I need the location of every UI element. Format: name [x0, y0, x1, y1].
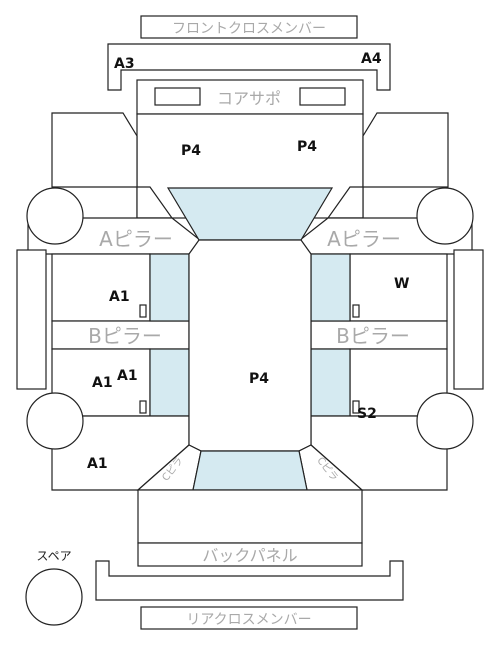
rear-cross-member-panel[interactable] — [140, 606, 358, 630]
side-sill-left-panel[interactable] — [16, 249, 47, 390]
wheel-rear-left[interactable] — [26, 392, 84, 450]
front-door-left-panel[interactable] — [51, 253, 151, 322]
code-front-bumper-left: A3 — [114, 56, 135, 72]
b-pillar-right-label: Bピラー — [336, 324, 410, 348]
front-cross-member-panel[interactable] — [140, 15, 358, 39]
trunk-panel[interactable] — [137, 489, 363, 544]
code-rear-door-right: S2 — [357, 406, 377, 422]
wheel-spare[interactable] — [25, 568, 83, 626]
code-hood-left: P4 — [181, 143, 201, 159]
door-handle-rear-left — [139, 400, 147, 414]
windshield-glass[interactable] — [166, 187, 334, 241]
side-window-front-left[interactable] — [149, 253, 190, 322]
side-sill-right-panel[interactable] — [453, 249, 484, 390]
wheel-front-left[interactable] — [26, 187, 84, 245]
roof-panel[interactable] — [188, 239, 312, 452]
code-front-bumper-right: A4 — [361, 51, 382, 67]
code-rear-door-left-1: A1 — [92, 375, 113, 391]
wheel-front-right[interactable] — [416, 187, 474, 245]
front-bumper-panel[interactable] — [107, 43, 391, 91]
side-window-rear-right[interactable] — [310, 348, 351, 417]
wheel-rear-right[interactable] — [416, 392, 474, 450]
side-window-front-right[interactable] — [310, 253, 351, 322]
rear-window-glass[interactable] — [192, 450, 308, 491]
code-roof: P4 — [249, 371, 269, 387]
code-rear-fender-left: A1 — [87, 456, 108, 472]
core-support-left-slot — [154, 87, 201, 106]
door-handle-front-right — [352, 304, 360, 318]
back-panel[interactable] — [137, 542, 363, 567]
door-handle-rear-right — [352, 400, 360, 414]
core-support-label: コアサポ — [217, 89, 281, 108]
spare-label: スペア — [36, 549, 71, 563]
front-cross-member-label: フロントクロスメンバー — [172, 21, 326, 37]
door-handle-front-left — [139, 304, 147, 318]
code-front-door-left: A1 — [109, 289, 130, 305]
code-hood-right: P4 — [297, 139, 317, 155]
core-support-right-slot — [299, 87, 346, 106]
a-pillar-left-label: Aピラー — [99, 227, 173, 251]
rear-bumper-panel[interactable] — [95, 560, 404, 601]
code-rear-door-left-2: A1 — [117, 368, 138, 384]
back-panel-label: バックパネル — [202, 546, 297, 565]
a-pillar-right-label: Aピラー — [327, 227, 401, 251]
rear-cross-member-label: リアクロスメンバー — [186, 612, 311, 628]
code-front-door-right: W — [394, 276, 409, 292]
side-window-rear-left[interactable] — [149, 348, 190, 417]
b-pillar-left-label: Bピラー — [88, 324, 162, 348]
